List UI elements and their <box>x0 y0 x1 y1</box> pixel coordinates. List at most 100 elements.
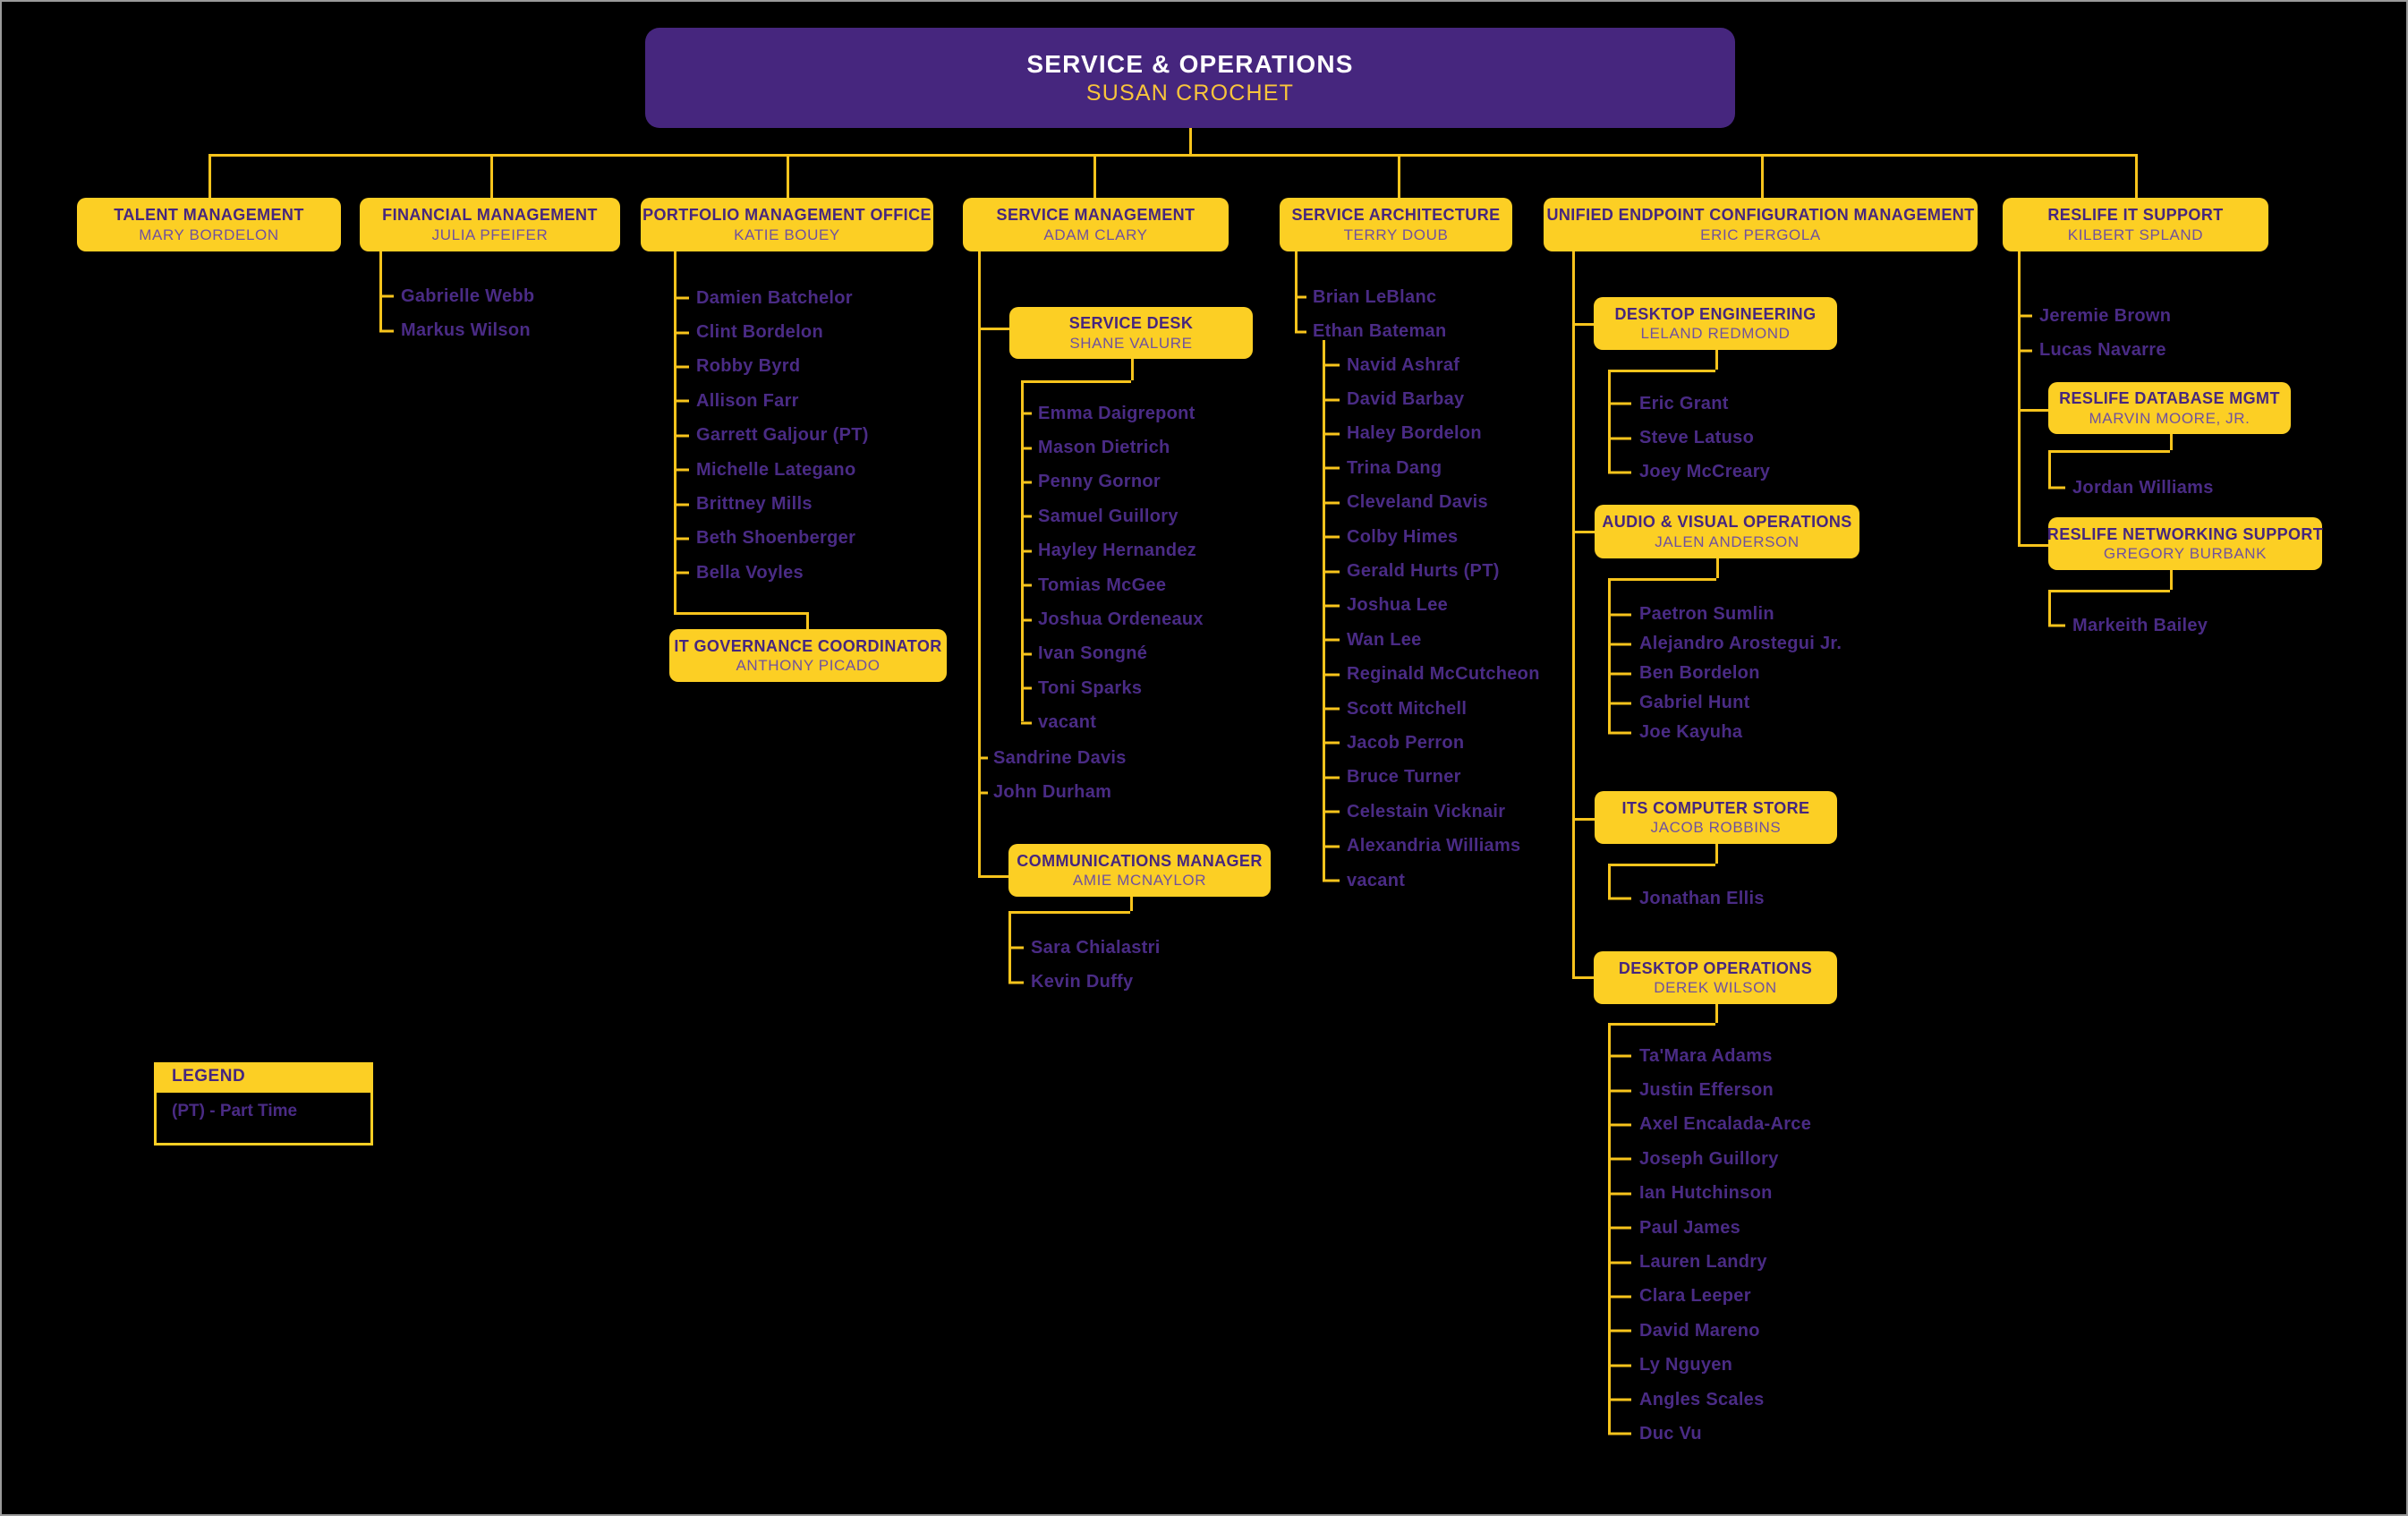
member-name: John Durham <box>993 782 1112 803</box>
box-service-desk: SERVICE DESK SHANE VALURE <box>1009 307 1253 359</box>
member-row: Kevin Duffy <box>1008 965 1161 999</box>
member-row: Celestain Vicknair <box>1323 795 1540 829</box>
member-name: Joshua Ordeneaux <box>1038 609 1204 630</box>
member-name: Ian Hutchinson <box>1639 1183 1773 1204</box>
member-name: Damien Batchelor <box>696 287 853 308</box>
member-name: Steve Latuso <box>1639 428 1755 448</box>
member-row: Markus Wilson <box>379 313 534 347</box>
member-row: Clara Leeper <box>1608 1280 1811 1314</box>
member-name: Alejandro Arostegui Jr. <box>1639 634 1842 653</box>
member-row: Gabriel Hunt <box>1608 688 1842 718</box>
box-person: JALEN ANDERSON <box>1655 532 1800 550</box>
member-row: Justin Efferson <box>1608 1073 1811 1107</box>
member-name: Robby Byrd <box>696 356 801 377</box>
box-person: MARY BORDELON <box>139 226 279 243</box>
box-person: ANTHONY PICADO <box>736 657 881 675</box>
member-name: Kevin Duffy <box>1031 972 1134 992</box>
member-name: Celestain Vicknair <box>1347 801 1506 822</box>
connector <box>2048 450 2051 488</box>
member-row: Hayley Hernandez <box>1021 534 1204 568</box>
connector <box>1715 1004 1718 1023</box>
box-person: JACOB ROBBINS <box>1650 819 1782 837</box>
box-person: AMIE MCNAYLOR <box>1072 872 1207 890</box>
member-row: Cleveland Davis <box>1323 486 1540 520</box>
member-row: Haley Bordelon <box>1323 417 1540 451</box>
member-name: Michelle Lategano <box>696 459 856 480</box>
member-row: Toni Sparks <box>1021 671 1204 705</box>
member-name: Bruce Turner <box>1347 767 1461 788</box>
member-row: vacant <box>1323 864 1540 898</box>
member-name: Colby Himes <box>1347 526 1459 547</box>
connector <box>806 612 809 629</box>
member-name: Bella Voyles <box>696 562 804 583</box>
connector <box>978 875 1008 878</box>
member-row: Allison Farr <box>674 384 869 418</box>
member-row: Gerald Hurts (PT) <box>1323 554 1540 588</box>
member-row: Trina Dang <box>1323 451 1540 485</box>
connector <box>490 154 493 198</box>
member-row: Navid Ashraf <box>1323 348 1540 382</box>
member-row: Joey McCreary <box>1608 456 1770 490</box>
member-row: Bruce Turner <box>1323 761 1540 795</box>
box-title: SERVICE DESK <box>1068 314 1194 333</box>
member-name: David Mareno <box>1639 1320 1760 1341</box>
member-name: Ivan Songné <box>1038 643 1148 664</box>
box-reslife-it-support: RESLIFE IT SUPPORT KILBERT SPLAND <box>2003 198 2268 251</box>
member-row: Joshua Ordeneaux <box>1021 602 1204 636</box>
member-row: Penny Gornor <box>1021 465 1204 499</box>
member-name: Clara Leeper <box>1639 1286 1751 1307</box>
member-row: Mason Dietrich <box>1021 430 1204 464</box>
box-portfolio-management-office: PORTFOLIO MANAGEMENT OFFICE KATIE BOUEY <box>641 198 933 251</box>
member-name: Wan Lee <box>1347 629 1422 650</box>
member-row: Ta'Mara Adams <box>1608 1039 1811 1073</box>
member-row: Alexandria Williams <box>1323 829 1540 863</box>
connector <box>1715 844 1718 864</box>
connector <box>2018 544 2048 547</box>
member-row: Brian LeBlanc <box>1295 280 1447 314</box>
member-row: Ben Bordelon <box>1608 659 1842 688</box>
member-row: Ian Hutchinson <box>1608 1177 1811 1211</box>
member-row: Duc Vu <box>1608 1417 1811 1451</box>
member-name: Markus Wilson <box>401 320 531 341</box>
connector <box>1761 154 1764 198</box>
box-title: RESLIFE NETWORKING SUPPORT <box>2046 524 2324 543</box>
connector <box>208 154 211 198</box>
connector <box>208 154 2135 157</box>
connector <box>1572 251 1575 976</box>
reslife-networking-members: Markeith Bailey <box>2048 609 2208 643</box>
member-name: Gerald Hurts (PT) <box>1347 561 1500 582</box>
box-title: RESLIFE IT SUPPORT <box>2047 206 2224 225</box>
box-talent-management: TALENT MANAGEMENT MARY BORDELON <box>77 198 341 251</box>
member-name: Sara Chialastri <box>1031 937 1161 958</box>
member-name: Lauren Landry <box>1639 1252 1767 1273</box>
connector <box>2048 450 2170 453</box>
member-name: Ly Nguyen <box>1639 1355 1733 1375</box>
member-row: Jacob Perron <box>1323 726 1540 760</box>
member-row: Joseph Guillory <box>1608 1142 1811 1176</box>
member-name: vacant <box>1038 712 1097 733</box>
member-name: Paul James <box>1639 1217 1741 1238</box>
member-name: Samuel Guillory <box>1038 506 1178 526</box>
member-row: Angles Scales <box>1608 1383 1811 1417</box>
legend-entry: (PT) - Part Time <box>172 1102 298 1120</box>
connector <box>2135 154 2138 198</box>
member-name: Sandrine Davis <box>993 747 1127 768</box>
member-row: Tomias McGee <box>1021 568 1204 602</box>
box-person: LELAND REDMOND <box>1640 325 1791 343</box>
member-name: Brian LeBlanc <box>1313 286 1437 307</box>
member-row: Ly Nguyen <box>1608 1349 1811 1383</box>
member-row: Scott Mitchell <box>1323 692 1540 726</box>
box-title: DESKTOP ENGINEERING <box>1614 304 1817 323</box>
box-title: FINANCIAL MANAGEMENT <box>382 206 598 225</box>
connector <box>978 251 981 875</box>
member-row: Sandrine Davis <box>978 741 1127 775</box>
box-title: IT GOVERNANCE COORDINATOR <box>674 636 942 655</box>
connector <box>1189 128 1192 154</box>
member-row: Bella Voyles <box>674 556 869 590</box>
member-name: Jonathan Ellis <box>1639 888 1765 908</box>
